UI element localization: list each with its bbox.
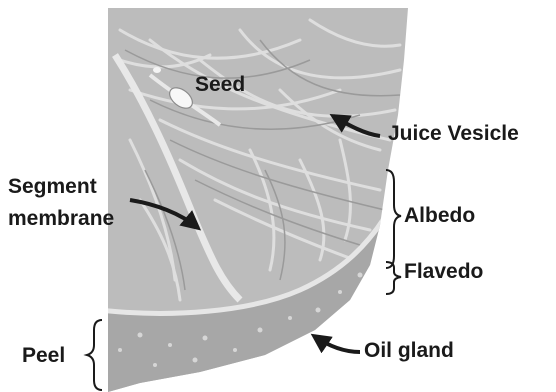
albedo-label: Albedo <box>404 205 475 226</box>
juice-vesicle-label: Juice Vesicle <box>388 123 519 144</box>
seed-label: Seed <box>195 74 245 95</box>
fruit-segment <box>100 0 420 392</box>
peel-brace <box>87 320 102 390</box>
segment-membrane-label-line2: membrane <box>8 208 114 229</box>
oil-gland-arrow <box>314 336 360 352</box>
segment-membrane-label-line1: Segment <box>8 176 97 197</box>
oil-gland-label: Oil gland <box>364 340 454 361</box>
peel-label: Peel <box>22 345 65 366</box>
albedo-brace <box>386 170 401 268</box>
flavedo-label: Flavedo <box>404 261 483 282</box>
